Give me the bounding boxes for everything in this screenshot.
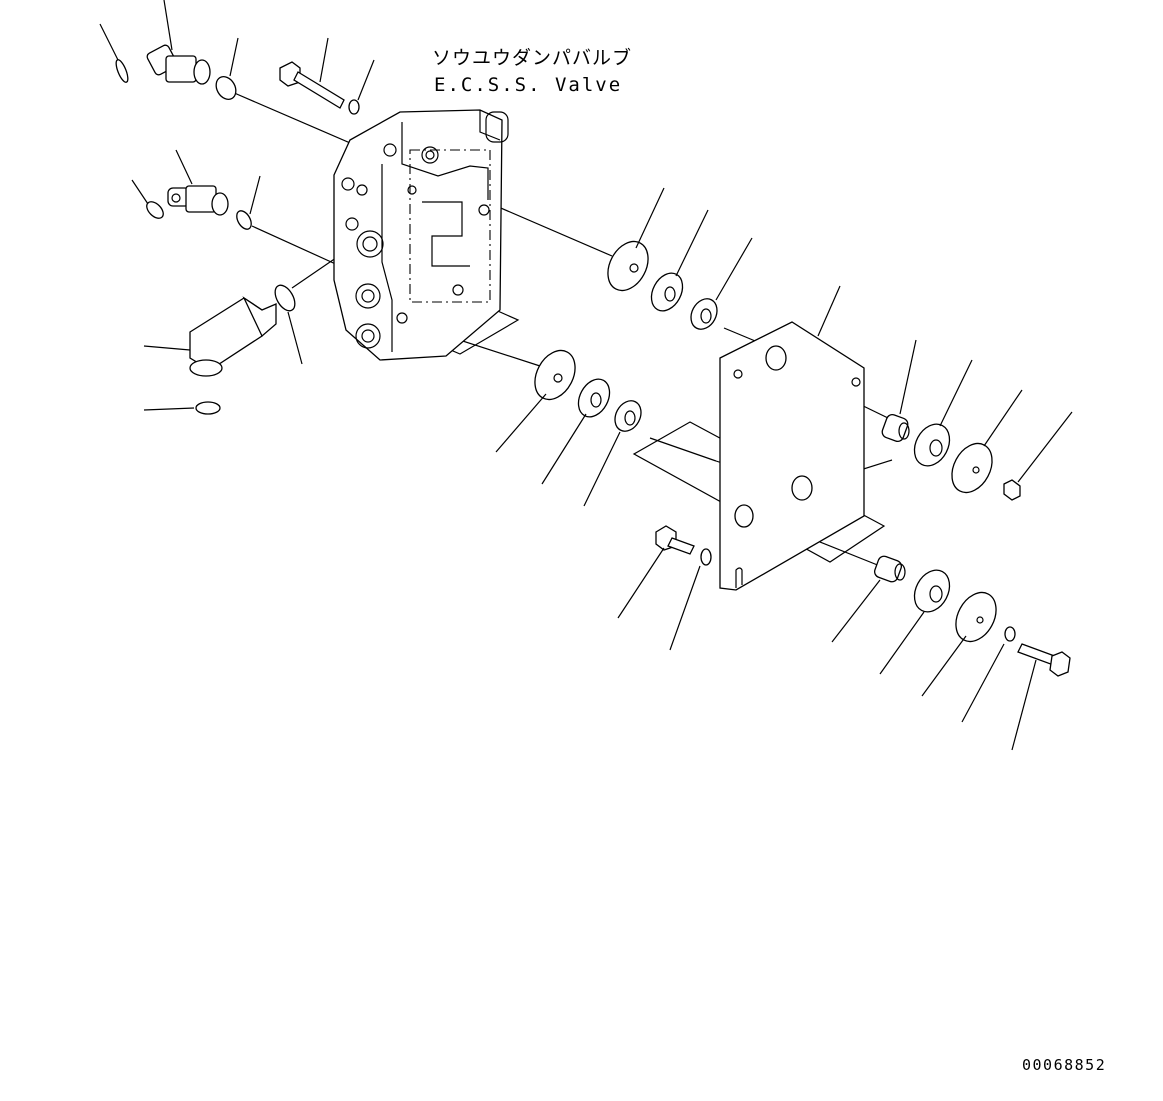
- leader-lines: [100, 0, 1072, 750]
- o-ring-2: [212, 73, 240, 103]
- o-ring-6: [196, 402, 220, 414]
- damper-washer-6: [944, 437, 1000, 500]
- elbow-fitting-upper: [146, 44, 210, 84]
- bushing-1: [686, 294, 722, 334]
- bushing-2: [610, 396, 646, 436]
- washer-upper: [349, 100, 359, 114]
- damper-washer-7: [908, 564, 957, 618]
- damper-washer-2: [645, 268, 689, 316]
- damper-washer-5: [908, 418, 957, 472]
- valve-body: [334, 110, 508, 360]
- collar-lower: [873, 555, 905, 584]
- pressure-sensor: [190, 298, 276, 376]
- nut: [1004, 480, 1020, 500]
- bolt-upper: [280, 62, 344, 108]
- damper-washer-8: [948, 586, 1004, 649]
- washer-lower-right: [1005, 627, 1015, 641]
- bolt-lower-middle: [656, 526, 694, 554]
- bolt-lower-right: [1018, 644, 1070, 676]
- o-ring-1: [114, 58, 130, 83]
- elbow-fitting-middle: [168, 186, 228, 215]
- collar-upper: [881, 413, 910, 443]
- drawing-number: 00068852: [1022, 1056, 1106, 1074]
- mounting-bracket: [720, 322, 864, 590]
- washer-lower-middle: [701, 549, 711, 565]
- o-ring-5: [271, 282, 299, 314]
- damper-washer-1: [600, 235, 656, 298]
- title-english: E.C.S.S. Valve: [434, 74, 622, 96]
- title-japanese: ソウユウダンパバルブ: [432, 46, 632, 69]
- damper-washer-4: [572, 374, 616, 422]
- o-ring-4: [234, 208, 254, 231]
